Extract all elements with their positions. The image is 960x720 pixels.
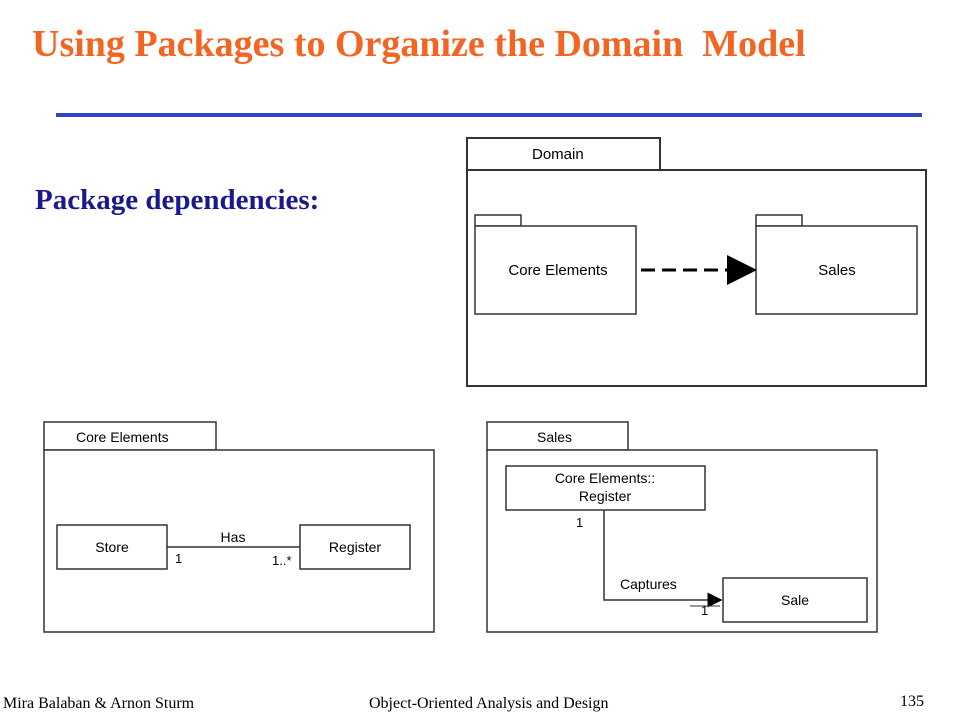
core-register-class <box>505 465 706 511</box>
sale-end-multiplicity: 1 <box>701 603 708 618</box>
footer-course: Object-Oriented Analysis and Design <box>369 695 609 712</box>
sales-detail-tab <box>486 421 629 451</box>
core-elements-detail-package: Core Elements Store Register Has 1 1..* <box>43 421 435 633</box>
core-detail-tab <box>43 421 217 451</box>
sales-package-label: Sales <box>818 262 856 279</box>
sale-class <box>722 577 868 623</box>
footer-authors: Mira Balaban & Arnon Sturm <box>3 695 195 712</box>
slide-title: Using Packages to Organize the Domain Mo… <box>32 23 806 65</box>
captures-association <box>603 510 723 608</box>
title-underline <box>56 113 922 117</box>
core-register-class-line1: Core Elements:: <box>555 470 655 486</box>
core-register-class-line2: Register <box>579 488 631 504</box>
sales-detail-label: Sales <box>537 429 572 445</box>
core-elements-package-tab <box>474 214 522 227</box>
domain-package: Domain Core Elements Sales <box>466 137 927 387</box>
page-number: 135 <box>900 693 924 710</box>
core-elements-package-label: Core Elements <box>508 262 607 279</box>
sale-class-label: Sale <box>781 592 809 608</box>
register-end-multiplicity: 1 <box>576 515 583 530</box>
captures-label: Captures <box>620 576 677 592</box>
core-detail-label: Core Elements <box>76 429 169 445</box>
store-multiplicity: 1 <box>175 551 182 566</box>
sales-package-tab <box>755 214 803 227</box>
domain-package-label: Domain <box>532 146 584 163</box>
core-elements-package-body <box>474 225 637 315</box>
core-elements-package: Core Elements <box>474 214 637 315</box>
sales-package: Sales <box>755 214 918 315</box>
has-label: Has <box>221 529 246 545</box>
domain-package-tab <box>466 137 661 171</box>
register-class-label: Register <box>329 539 381 555</box>
slide-subtitle: Package dependencies: <box>35 184 320 216</box>
store-class <box>56 524 168 570</box>
store-class-label: Store <box>95 539 129 555</box>
sales-detail-package: Sales Core Elements:: Register Sale Capt… <box>486 421 878 633</box>
sales-package-body <box>755 225 918 315</box>
register-multiplicity: 1..* <box>272 553 292 568</box>
